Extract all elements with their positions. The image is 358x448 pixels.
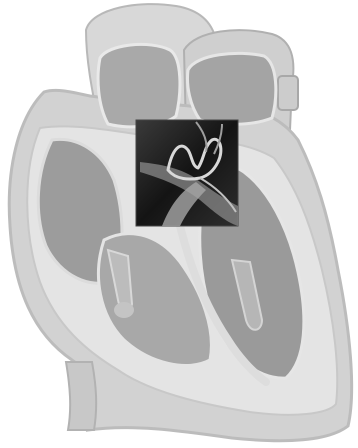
papillary-tip <box>114 302 134 318</box>
valve-inset <box>136 120 238 226</box>
right-atrium <box>98 44 180 126</box>
inferior-vena-cava <box>66 362 96 430</box>
left-atrium <box>188 53 276 124</box>
vessel-stub-right <box>278 76 298 110</box>
